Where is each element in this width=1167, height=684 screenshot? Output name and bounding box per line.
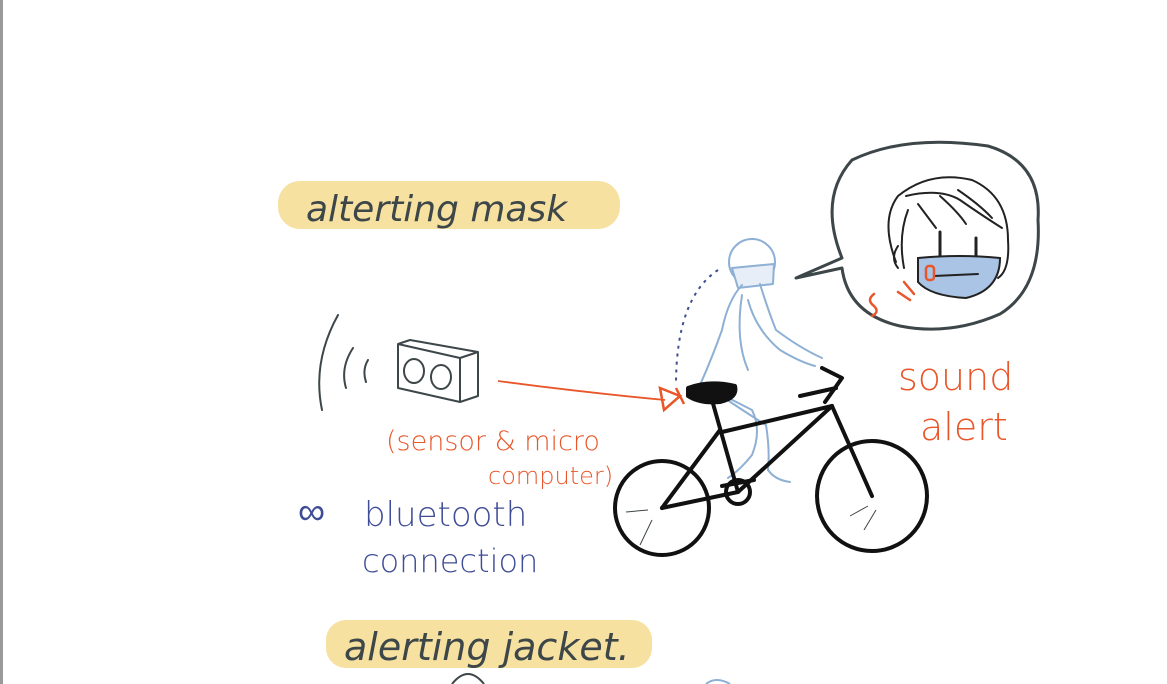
partial-sketch-bottom — [451, 673, 485, 684]
title-mask-group: alterting mask — [278, 181, 620, 230]
title-mask-highlight — [278, 181, 620, 229]
sensor-label-line2: computer) — [488, 462, 613, 490]
sensor-connector-line — [497, 380, 666, 401]
sensor-label-line1: (sensor & micro — [386, 426, 600, 457]
sound-label-line2: alert — [920, 405, 1008, 449]
sensor-on-bike-icon — [658, 386, 686, 413]
bluetooth-label-line2: connection — [362, 542, 538, 580]
title-jacket-text: alerting jacket. — [344, 625, 630, 669]
title-jacket-group: alerting jacket. — [326, 620, 652, 669]
bluetooth-symbol: ∞ — [298, 489, 325, 533]
rider-figure-icon — [699, 238, 823, 483]
bluetooth-label-line1: bluetooth — [364, 495, 527, 535]
sound-alert-marks — [868, 264, 936, 318]
bluetooth-dotted-link — [675, 269, 719, 386]
bicycle-icon — [613, 366, 929, 557]
bicycle-spoke-marks — [625, 505, 877, 546]
signal-waves-icon — [318, 314, 369, 411]
title-jacket-highlight — [326, 620, 652, 668]
sound-label-line1: sound — [898, 355, 1013, 399]
speech-bubble-icon — [794, 140, 1040, 331]
sensor-box-icon — [397, 339, 479, 403]
masked-face-icon — [887, 176, 1010, 300]
partial-sketch-bottom-blue — [705, 679, 731, 684]
page-left-border — [0, 0, 3, 684]
title-mask-text: alterting mask — [306, 189, 569, 230]
